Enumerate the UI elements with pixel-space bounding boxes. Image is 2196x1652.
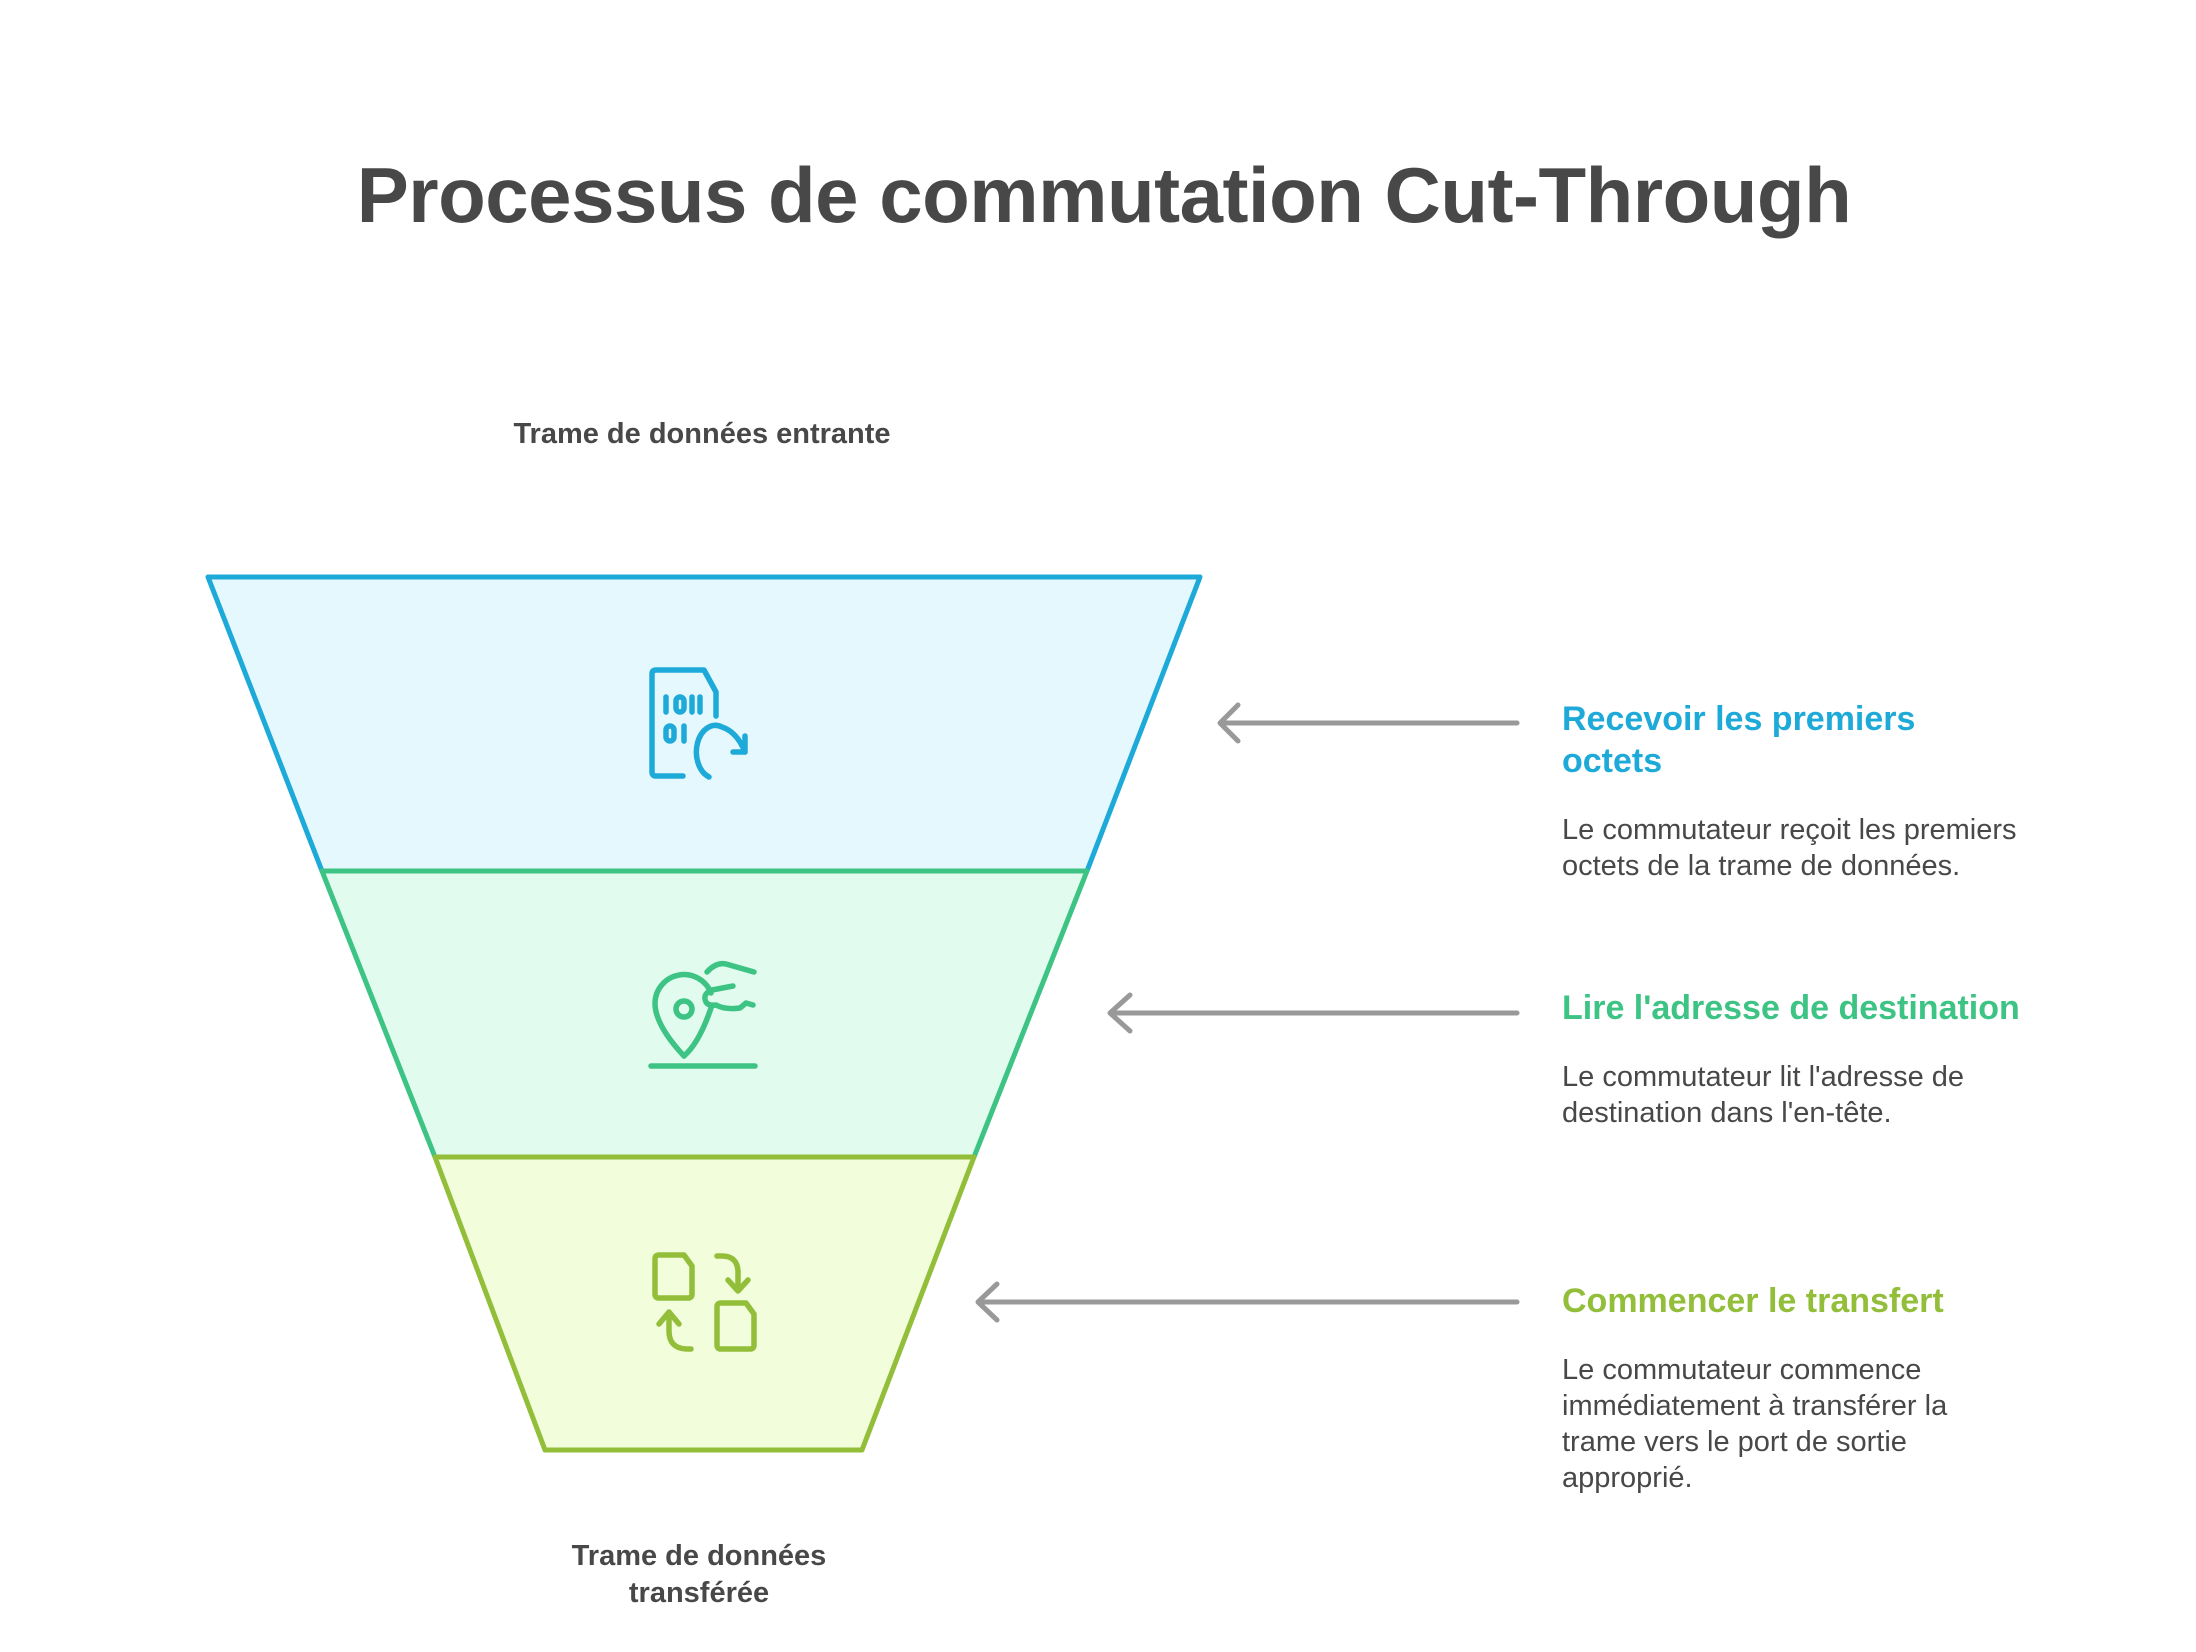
step-description: Le commutateur reçoit les premiers octet… [1562, 814, 2017, 882]
step-3: Commencer le transfert Le commutateur co… [1562, 1280, 2022, 1496]
location-pin-hand-icon [648, 960, 758, 1069]
step-title: Lire l'adresse de destination [1562, 989, 2020, 1027]
arrow-stage-1 [1217, 702, 1520, 744]
stage-3-band [432, 1154, 977, 1453]
step-2: Lire l'adresse de destination Le commuta… [1562, 987, 2022, 1131]
funnel-stage-2 [319, 868, 1090, 1160]
bottom-label: Trame de données transférée [571, 1540, 827, 1609]
page-title: Processus de commutation Cut-Through [356, 151, 1852, 239]
arrow-stage-3 [975, 1281, 1520, 1323]
stage-1-band [205, 574, 1203, 874]
arrow-stage-2 [1107, 992, 1520, 1034]
funnel-stage-3 [432, 1154, 977, 1453]
step-description: Le commutateur lit l'adresse de destinat… [1562, 1061, 1965, 1129]
step-description: Le commutateur commence immédiatement à … [1562, 1354, 1948, 1494]
funnel-stage-1 [205, 574, 1203, 874]
binary-file-refresh-icon [649, 667, 748, 780]
file-exchange-icon [652, 1252, 757, 1352]
step-title: Commencer le transfert [1562, 1282, 1944, 1320]
step-1: Recevoir les premiers octets Le commutat… [1562, 698, 2022, 884]
stage-2-band [319, 868, 1090, 1160]
step-title: Recevoir les premiers octets [1562, 700, 1916, 780]
top-label: Trame de données entrante [513, 418, 891, 450]
